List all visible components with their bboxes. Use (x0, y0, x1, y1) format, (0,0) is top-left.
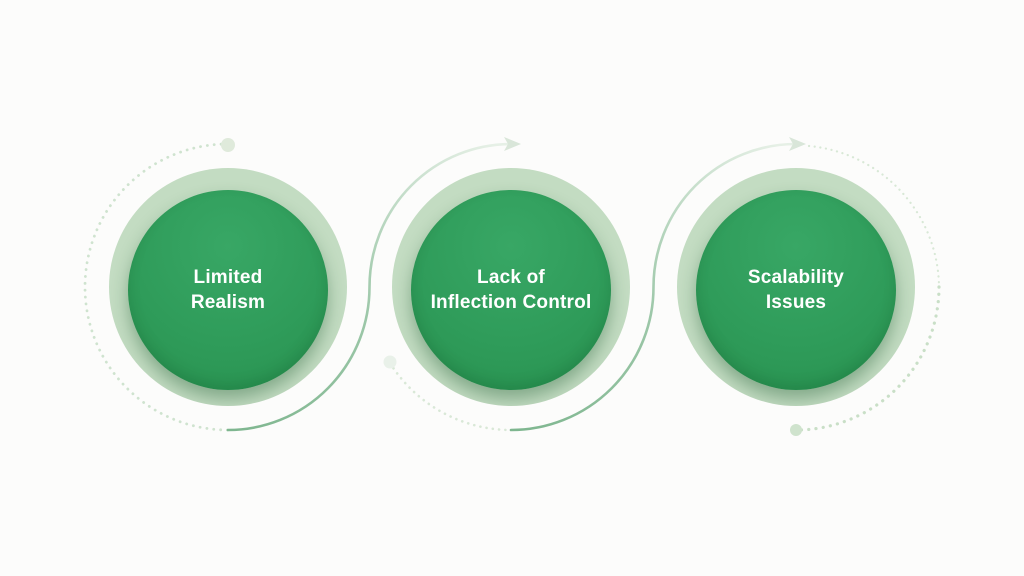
node-ring: Scalability Issues (677, 168, 915, 406)
flow-arc-2 (509, 142, 798, 432)
diagram-node-limited-realism: Limited Realism (109, 168, 347, 406)
node-label-line2: Issues (765, 292, 827, 313)
node-label: Scalability Issues (748, 265, 844, 315)
dot-marker (790, 424, 802, 436)
node-label-line2: Realism (190, 292, 266, 313)
node-label-line1: Limited (193, 266, 263, 288)
node-ring: Limited Realism (109, 168, 347, 406)
orbit-dotted-arc-right-top (807, 144, 941, 289)
node-label: Lack of Inflection Control (431, 265, 592, 315)
orbit-dotted-arc-middle (388, 361, 513, 432)
node-circle: Limited Realism (128, 190, 328, 390)
arrow-right-icon (504, 137, 521, 151)
node-label: Limited Realism (191, 265, 265, 315)
arrow-right-icon (789, 137, 806, 151)
dot-marker (383, 355, 397, 369)
node-ring: Lack of Inflection Control (392, 168, 630, 406)
node-circle: Lack of Inflection Control (411, 190, 611, 390)
node-circle: Scalability Issues (696, 190, 896, 390)
diagram-node-lack-of-inflection-control: Lack of Inflection Control (392, 168, 630, 406)
node-label-line1: Lack of (477, 266, 545, 288)
dot-marker (221, 138, 235, 152)
node-label-line1: Scalability (747, 266, 845, 288)
flow-arc-1 (226, 142, 513, 432)
diagram-node-scalability-issues: Scalability Issues (677, 168, 915, 406)
node-label-line2: Inflection Control (430, 292, 592, 313)
